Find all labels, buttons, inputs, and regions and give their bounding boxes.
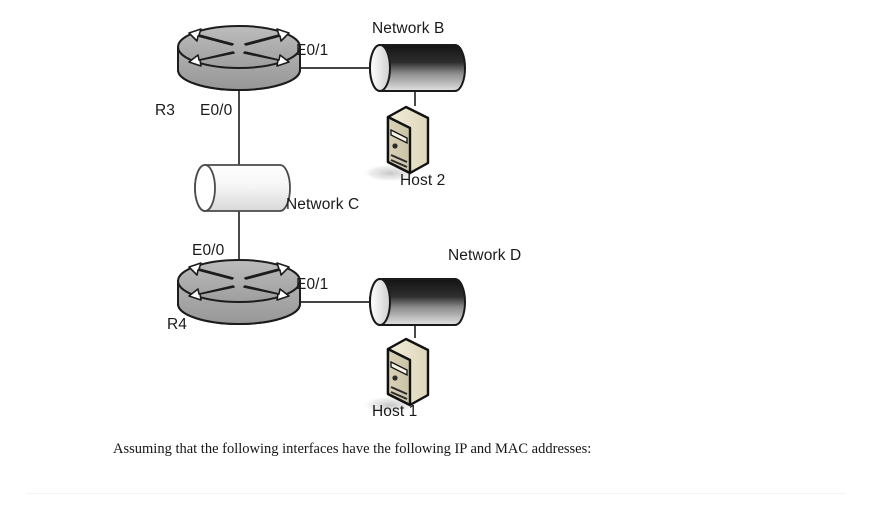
network-cylinder-b bbox=[369, 44, 466, 92]
interface-label-r3-e01: E0/1 bbox=[296, 42, 329, 59]
device-label-host2: Host 2 bbox=[400, 172, 446, 189]
network-label-d: Network D bbox=[448, 247, 522, 264]
network-label-c: Network C bbox=[286, 196, 360, 213]
router-r4 bbox=[177, 259, 301, 325]
device-label-r4: R4 bbox=[167, 316, 188, 333]
device-label-r3: R3 bbox=[155, 102, 176, 119]
interface-label-r3-e00: E0/0 bbox=[200, 102, 233, 119]
device-label-host1: Host 1 bbox=[372, 403, 418, 420]
network-cylinder-c bbox=[194, 164, 291, 212]
network-label-b: Network B bbox=[372, 20, 445, 37]
router-r3 bbox=[177, 25, 301, 91]
interface-label-r4-e00: E0/0 bbox=[192, 242, 225, 259]
host-icon-host2 bbox=[360, 105, 430, 184]
caption-text: Assuming that the following interfaces h… bbox=[113, 441, 592, 457]
interface-label-r4-e01: E0/1 bbox=[296, 276, 329, 293]
network-cylinder-d bbox=[369, 278, 466, 326]
footer-divider bbox=[26, 493, 846, 494]
